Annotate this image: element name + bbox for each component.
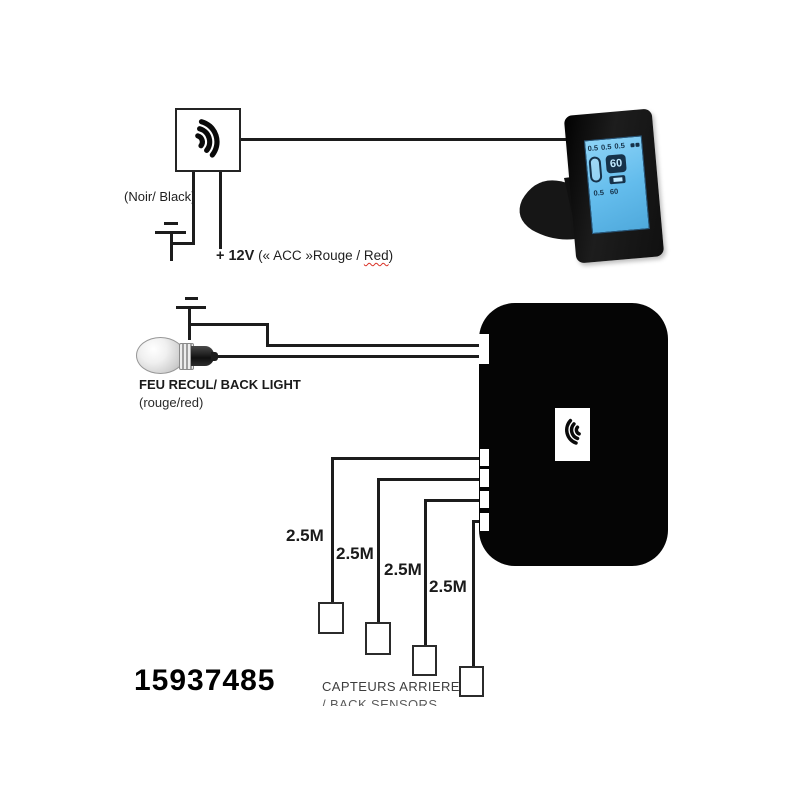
noir-black-label: (Noir/ Black) xyxy=(124,189,196,204)
distance-reading: 0.5 xyxy=(593,187,605,198)
ground-icon xyxy=(155,231,186,234)
wire-buzzer-ground xyxy=(192,171,195,245)
screen-status-icons xyxy=(630,142,640,147)
sensor-connector-slot-1 xyxy=(480,449,489,466)
display-monitor: 0.5 0.5 0.5 60 0.5 60 xyxy=(512,104,672,269)
battery-indicator-icon xyxy=(609,174,626,185)
sound-wave-icon xyxy=(556,407,589,462)
car-icon xyxy=(588,156,603,184)
ground-icon xyxy=(164,222,178,225)
monitor-bezel: 0.5 0.5 0.5 60 0.5 60 xyxy=(563,108,665,264)
sensor-connector-slot-3 xyxy=(480,491,489,508)
cable-sensor-3-horiz xyxy=(424,499,482,502)
distance-reading: 60 xyxy=(609,186,619,197)
wire-ground-elbow xyxy=(171,242,195,245)
sensor-connector-slot-4 xyxy=(480,513,489,531)
sensor-connector-slot-2 xyxy=(480,469,489,487)
cable-length-label-4: 2.5M xyxy=(429,577,467,596)
power-connector-slot xyxy=(479,334,489,364)
wire-ground-b-tobox xyxy=(266,344,482,347)
ground-icon xyxy=(185,297,198,300)
rear-sensor-4 xyxy=(459,666,484,697)
cable-sensor-1-vert xyxy=(331,457,334,603)
back-light-label: FEU RECUL/ BACK LIGHT xyxy=(139,377,301,392)
distance-reading: 0.5 xyxy=(614,140,626,151)
cable-sensor-2-vert xyxy=(377,478,380,623)
power-12v-bold: + 12V xyxy=(216,248,255,264)
rear-sensor-2 xyxy=(365,622,391,655)
cable-sensor-3-vert xyxy=(424,499,427,646)
bulb-glass xyxy=(136,337,185,374)
cable-sensor-4-horiz xyxy=(472,520,482,523)
buzzer-unit xyxy=(175,108,241,172)
monitor-screen: 0.5 0.5 0.5 60 0.5 60 xyxy=(583,135,650,235)
control-box-label xyxy=(555,408,590,461)
cable-sensor-2-horiz xyxy=(377,478,482,481)
cable-length-label-2: 2.5M xyxy=(336,544,374,563)
wire-ground-b-vert xyxy=(266,323,269,347)
ground-icon xyxy=(170,234,173,261)
power-close-paren: ) xyxy=(388,248,394,263)
sensors-caption-line2: / BACK SENSORS xyxy=(322,697,438,706)
cable-sensor-1-horiz xyxy=(331,457,482,460)
distance-reading: 0.5 xyxy=(600,142,612,152)
part-number: 15937485 xyxy=(134,664,276,697)
rear-sensor-1 xyxy=(318,602,344,634)
distance-reading: 0.5 xyxy=(587,143,599,154)
power-acc-text: (« ACC »Rouge / xyxy=(258,248,364,263)
cable-length-label-1: 2.5M xyxy=(286,526,324,545)
bulb-tip xyxy=(211,352,218,361)
power-12v-label: + 12V (« ACC »Rouge / Red) xyxy=(216,248,393,264)
sensors-caption-line1: CAPTEURS ARRIERE xyxy=(322,679,460,694)
wire-ground-b-horiz xyxy=(188,323,269,326)
cable-sensor-4-vert xyxy=(472,520,475,667)
wire-buzzer-power xyxy=(219,171,222,249)
wire-backlight xyxy=(214,355,482,358)
bulb-base xyxy=(191,346,214,366)
back-light-sublabel: (rouge/red) xyxy=(139,395,204,410)
power-red-word: Red xyxy=(363,248,389,263)
speed-readout: 60 xyxy=(605,153,627,174)
wire-display xyxy=(241,138,571,141)
rear-sensor-3 xyxy=(412,645,437,676)
sound-wave-icon xyxy=(183,113,233,168)
ground-icon xyxy=(176,306,206,309)
cable-length-label-3: 2.5M xyxy=(384,560,422,579)
